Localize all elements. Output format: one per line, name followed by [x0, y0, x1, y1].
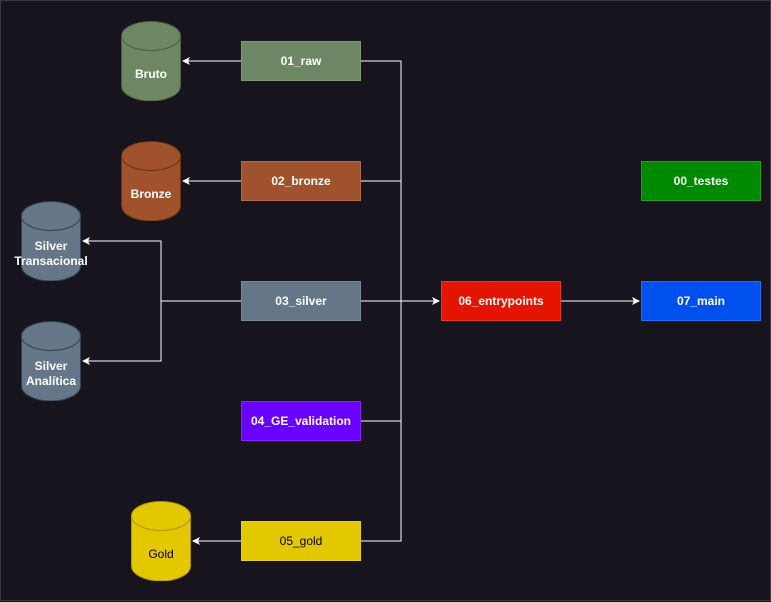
edge-ge-to-bus: [361, 301, 402, 422]
node-02-bronze[interactable]: 02_bronze: [241, 161, 361, 201]
node-00-testes[interactable]: 00_testes: [641, 161, 761, 201]
database-gold[interactable]: Gold: [131, 501, 191, 582]
edge-silver-to-transacional: [82, 237, 241, 302]
cylinder-icon: [121, 21, 181, 102]
database-silver-analitica-label-line1: Silver: [34, 359, 68, 373]
database-silver-transacional-label-line1: Silver: [34, 239, 68, 253]
cylinder-icon: [21, 321, 81, 402]
database-bronze[interactable]: Bronze: [121, 141, 181, 222]
node-07-main[interactable]: 07_main: [641, 281, 761, 321]
cylinder-icon: [131, 501, 191, 582]
database-silver-analitica[interactable]: Silver Analítica: [21, 321, 81, 402]
node-04-ge-validation[interactable]: 04_GE_validation: [241, 401, 361, 441]
database-bronze-label: Bronze: [130, 187, 172, 201]
edge-raw-to-bus: [361, 60, 402, 301]
database-silver-transacional[interactable]: Silver Transacional: [14, 201, 88, 282]
database-silver-analitica-label-line2: Analítica: [25, 374, 76, 388]
node-03-silver[interactable]: 03_silver: [241, 281, 361, 321]
database-gold-label: Gold: [148, 547, 174, 561]
node-01-raw[interactable]: 01_raw: [241, 41, 361, 81]
node-06-entrypoints[interactable]: 06_entrypoints: [441, 281, 561, 321]
cylinder-icon: [121, 141, 181, 222]
database-silver-transacional-label-line2: Transacional: [14, 254, 88, 268]
database-bruto-label: Bruto: [135, 67, 167, 81]
node-05-gold[interactable]: 05_gold: [241, 521, 361, 561]
edge-gold-to-bus: [361, 421, 402, 542]
database-bruto[interactable]: Bruto: [121, 21, 181, 102]
edge-silver-to-analitica: [82, 301, 162, 365]
cylinder-icon: [21, 201, 81, 282]
